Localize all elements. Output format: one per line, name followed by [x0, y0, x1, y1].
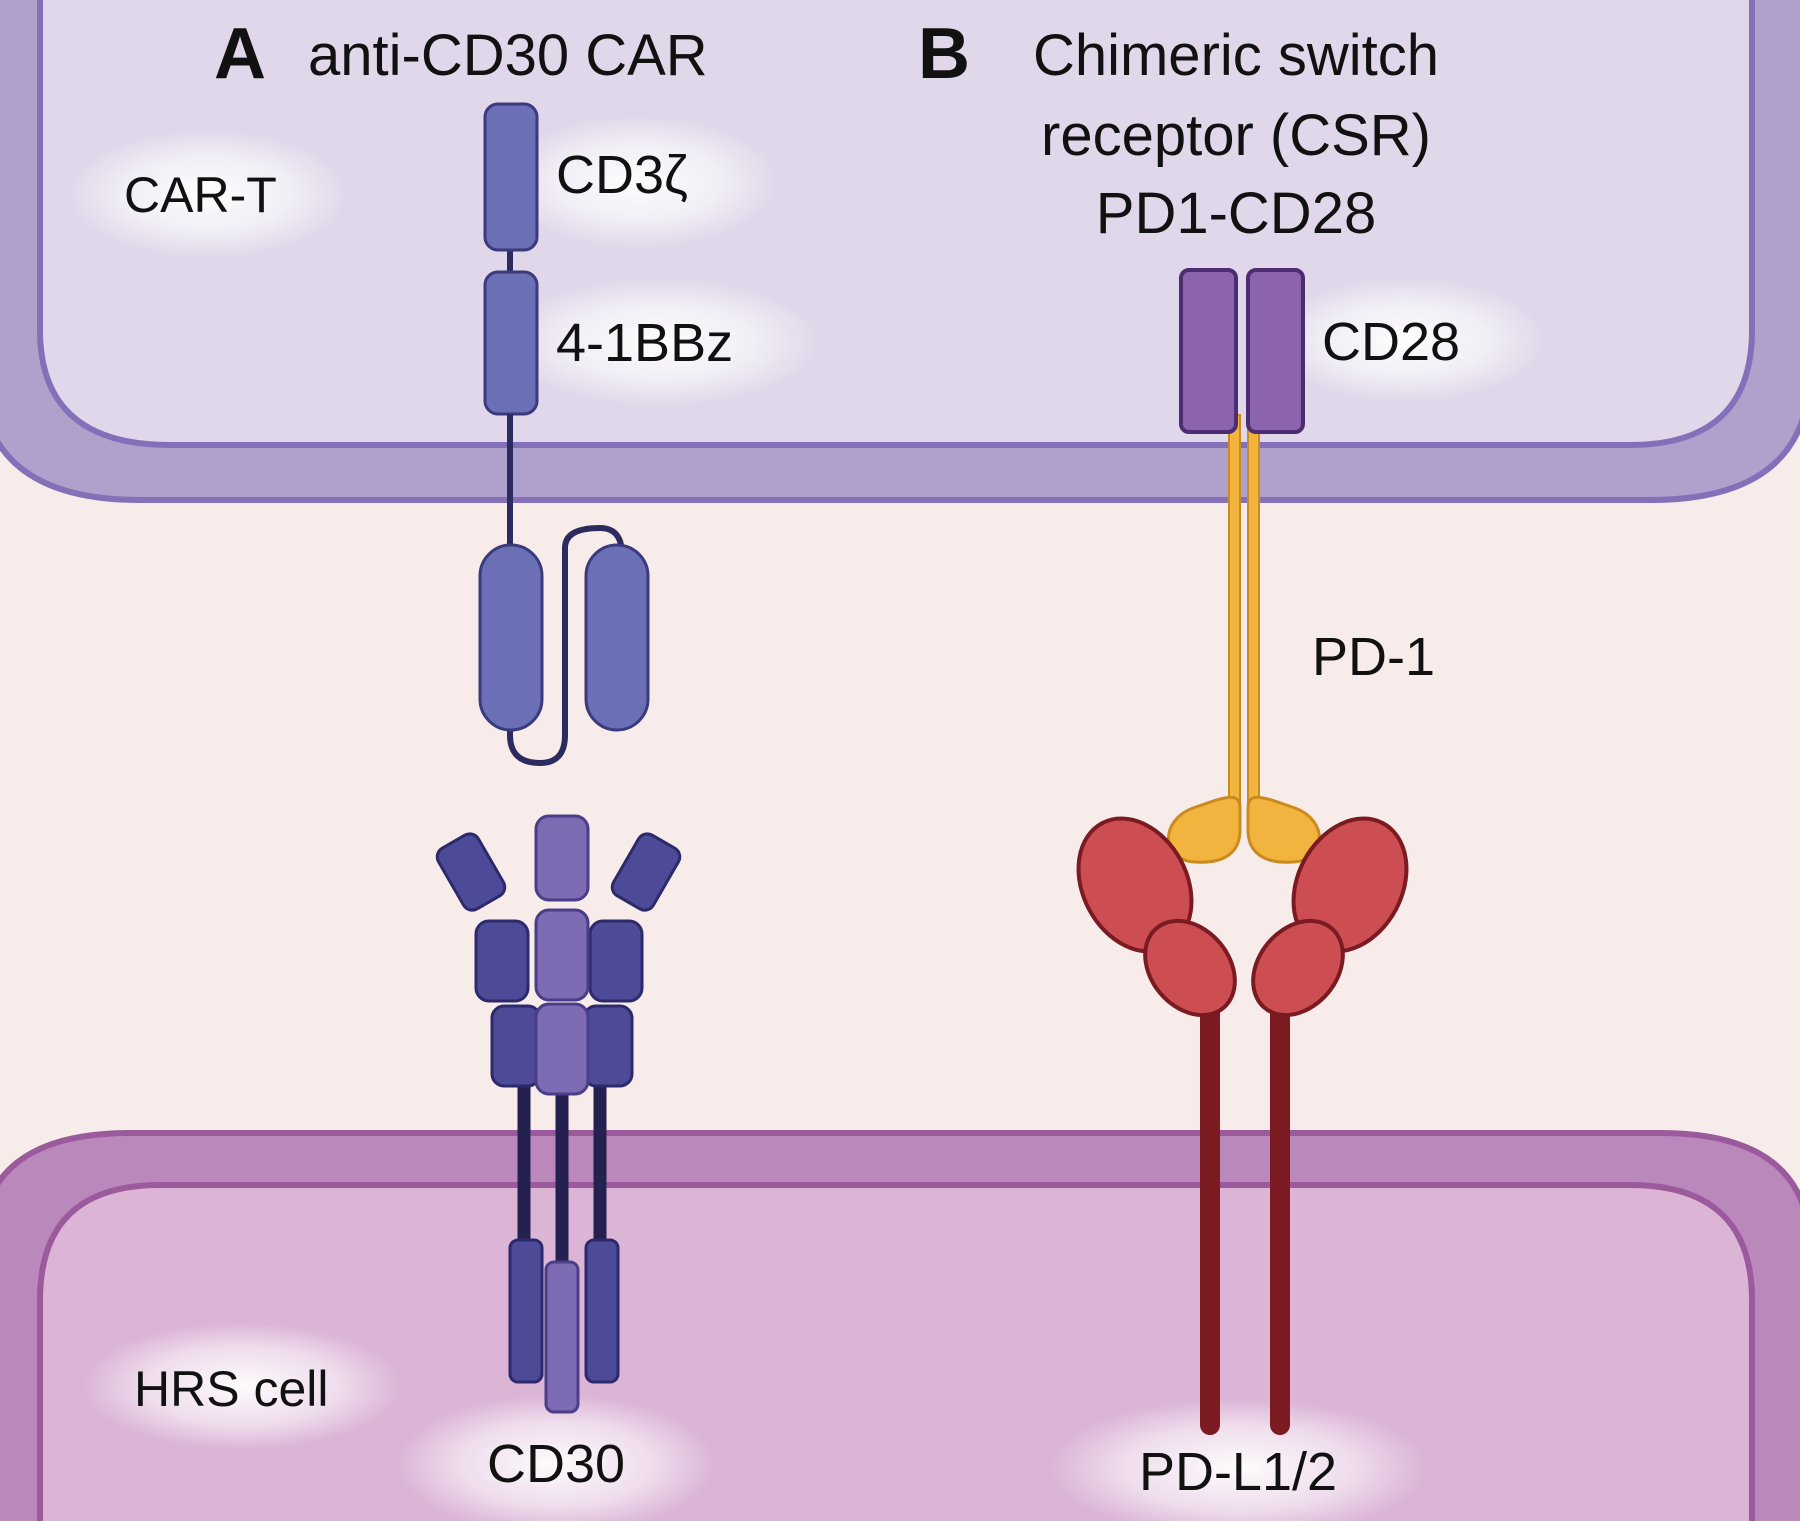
panel-b-letter: B [918, 14, 970, 94]
cd30-label: CD30 [487, 1434, 625, 1494]
csr-title-line3: PD1-CD28 [1096, 181, 1376, 246]
label-glows [68, 116, 1545, 1521]
anti-cd30-car [478, 102, 650, 767]
pd1-stalk-left [1228, 414, 1241, 826]
glow-pdl [1048, 1398, 1428, 1521]
cd30-mid-center [534, 908, 590, 1002]
cd30-low-right [582, 1004, 634, 1088]
glow-hrs [82, 1322, 402, 1450]
41bb-label: 4-1BBz [556, 313, 733, 373]
scfv-linker [507, 524, 625, 767]
pdl-ligands [1076, 816, 1409, 1435]
pdl-igc-right [1251, 918, 1345, 1018]
cd30-low-center [534, 1002, 590, 1096]
panel-a-title: anti-CD30 CAR [308, 23, 708, 88]
pd1-cd28-csr [1167, 268, 1321, 864]
glow-41bb [500, 278, 820, 406]
cd30-tm-right [584, 1238, 620, 1384]
cd28-domain-left [1179, 268, 1238, 434]
cd30-tm-center [544, 1260, 580, 1414]
cd30-receptor [435, 814, 682, 1414]
pdl-label: PD-L1/2 [1139, 1442, 1337, 1502]
cd30-head-left [435, 832, 507, 912]
cd30-mid-right [588, 919, 644, 1003]
hrs-cell-label: HRS cell [134, 1361, 328, 1417]
scfv-vh [478, 543, 544, 732]
cd3z-label: CD3ζ [556, 145, 688, 205]
glow-cd28 [1265, 278, 1545, 402]
glow-cd30 [396, 1394, 716, 1521]
cd30-head-right [610, 832, 682, 912]
pd1-stalk-right [1247, 414, 1260, 826]
cart-cell-label: CAR-T [124, 167, 277, 223]
csr-title-line2: receptor (CSR) [1041, 103, 1431, 168]
pdl-igc-left [1143, 918, 1237, 1018]
scfv-vl [584, 543, 650, 732]
cd28-domain-right [1246, 268, 1305, 434]
cd30-tm-left [508, 1238, 544, 1384]
cd30-low-left [490, 1004, 542, 1088]
cd30-head-center [534, 814, 590, 902]
glow-cd3z [498, 116, 778, 248]
cd28-label: CD28 [1322, 312, 1460, 372]
panel-a-letter: A [214, 14, 266, 94]
csr-title-line1: Chimeric switch [1033, 23, 1439, 88]
glow-cart [68, 130, 348, 258]
cd3z-domain [483, 102, 539, 252]
pd1-label: PD-1 [1312, 627, 1435, 687]
cd30-mid-left [474, 919, 530, 1003]
41bb-domain [483, 270, 539, 416]
